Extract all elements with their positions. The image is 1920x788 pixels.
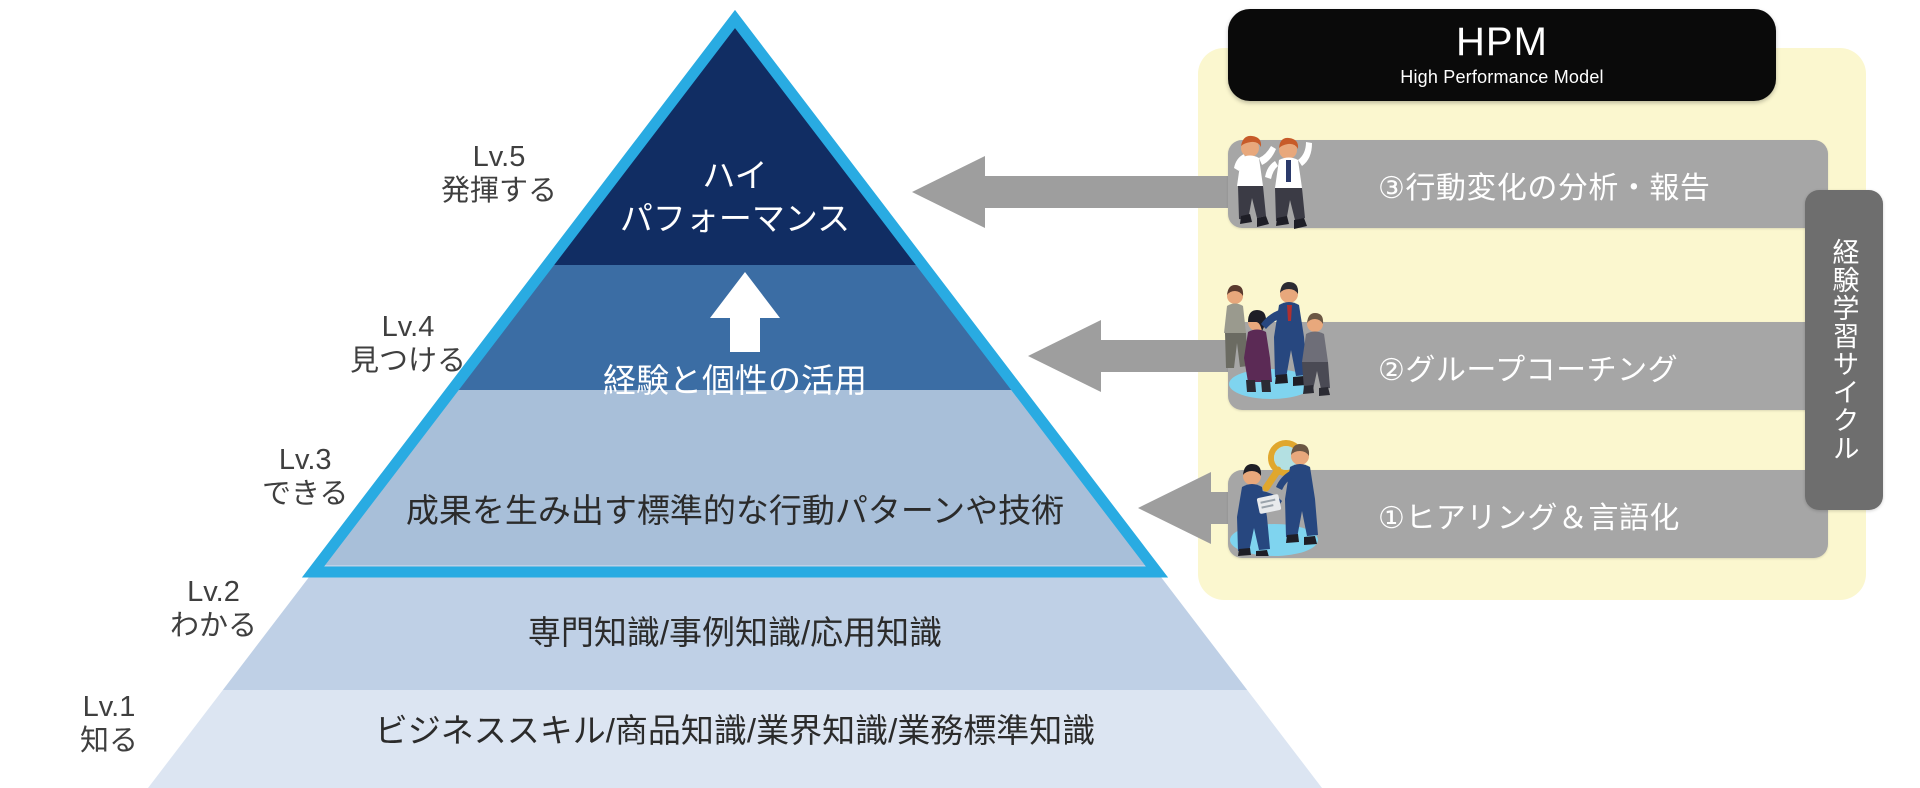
step-bar-3[interactable]	[1228, 140, 1828, 228]
level-label-lv4-state: 見つける	[350, 345, 467, 378]
pyramid-caption-lv5-line1: ハイ	[702, 157, 768, 194]
pyramid-caption-lv2: 専門知識/事例知識/応用知識	[527, 614, 943, 651]
step-bar-1[interactable]	[1228, 470, 1828, 558]
level-label-lv2: Lv.2 わかる	[170, 575, 257, 643]
level-label-lv1-level: Lv.1	[82, 691, 136, 723]
high-five-people-illustration	[1218, 128, 1328, 243]
level-label-lv4: Lv.4 見つける	[350, 310, 466, 378]
level-label-lv3: Lv.3 できる	[262, 443, 348, 511]
level-label-lv2-state: わかる	[170, 610, 258, 643]
pyramid-band-lv1	[148, 690, 1322, 788]
level-label-lv1: Lv.1 知る	[80, 690, 138, 758]
hearing-magnifier-people-illustration	[1218, 438, 1336, 558]
white-up-arrow	[710, 272, 780, 352]
group-coaching-people-illustration	[1213, 280, 1333, 400]
step-bar-2-label: ②グループコーチング	[1378, 354, 1679, 387]
level-label-lv2-level: Lv.2	[187, 576, 240, 608]
level-label-lv1-state: 知る	[80, 725, 139, 758]
experiential-learning-cycle-label: 経験学習サイクル	[1828, 238, 1859, 462]
level-label-lv5-level: Lv.5	[472, 141, 526, 173]
level-label-lv4-level: Lv.4	[381, 311, 435, 343]
experiential-learning-cycle-box[interactable]: 経験学習サイクル	[1805, 190, 1883, 510]
level-label-lv5: Lv.5 発揮する	[441, 140, 557, 208]
level-label-lv3-state: できる	[262, 478, 349, 511]
pyramid-caption-lv4: 経験と個性の活用	[603, 362, 867, 399]
level-label-lv3-level: Lv.3	[278, 444, 332, 476]
pyramid-caption-lv1: ビジネススキル/商品知識/業界知識/業務標準知識	[374, 712, 1096, 749]
hpm-subtitle: High Performance Model	[1400, 66, 1604, 87]
step-bar-3-label: ③行動変化の分析・報告	[1378, 172, 1711, 205]
pyramid-highlight-outline	[301, 9, 1169, 578]
pyramid-band-lv2	[148, 565, 1322, 690]
pyramid-caption-lv5-line2: パフォーマンス	[619, 199, 851, 237]
level-label-lv5-state: 発揮する	[441, 175, 558, 208]
pyramid-caption-lv3: 成果を生み出す標準的な行動パターンや技術	[405, 492, 1065, 529]
pyramid-caption-lv5: ハイ パフォーマンス	[0, 155, 1470, 241]
hpm-title: HPM	[1456, 20, 1548, 65]
step-bar-1-label: ①ヒアリング＆言語化	[1378, 502, 1680, 535]
hpm-header-box: HPM High Performance Model	[1228, 9, 1776, 101]
